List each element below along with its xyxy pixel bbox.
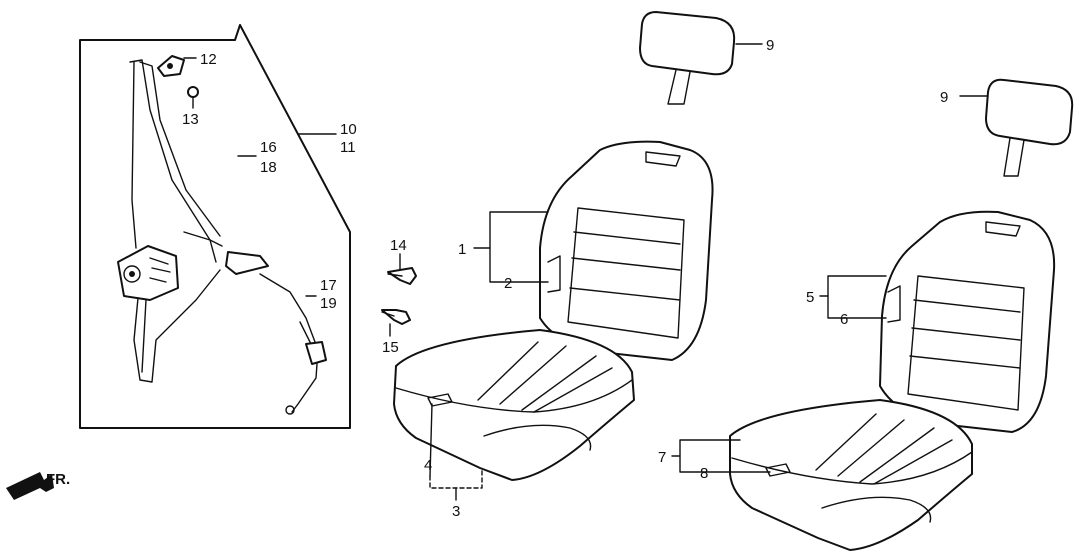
bolts <box>381 267 417 325</box>
fr-label: FR. <box>46 471 70 488</box>
callout-2: 2 <box>504 275 512 292</box>
callout-11: 11 <box>340 139 356 156</box>
belt-webbing-shoulder <box>129 59 217 263</box>
seat-belt-assembly <box>79 24 351 429</box>
callout-15: 15 <box>382 339 399 356</box>
callouts: 12 13 10 11 16 18 17 19 14 15 1 2 4 3 9 … <box>182 37 948 520</box>
callout-10: 10 <box>340 121 357 138</box>
callout-8: 8 <box>700 465 708 482</box>
callout-1: 1 <box>458 241 466 258</box>
seat-belt-inset-frame <box>79 24 351 429</box>
callout-7: 7 <box>658 449 666 466</box>
bolt-15 <box>381 309 411 325</box>
front-direction-arrow: FR. <box>6 471 70 500</box>
buckle <box>225 251 269 275</box>
arrow-icon <box>6 472 54 500</box>
callout-6: 6 <box>840 311 848 328</box>
buckle-mount <box>305 341 327 365</box>
callout-9-right: 9 <box>940 89 948 106</box>
callout-16: 16 <box>260 139 277 156</box>
callout-13: 13 <box>182 111 199 128</box>
callout-14: 14 <box>390 237 407 254</box>
callout-4: 4 <box>424 457 432 474</box>
callout-3: 3 <box>452 503 460 520</box>
retractor <box>117 245 179 301</box>
callout-5: 5 <box>806 289 814 306</box>
callout-9-left: 9 <box>766 37 774 54</box>
headrest-left <box>639 11 736 105</box>
callout-19: 19 <box>320 295 337 312</box>
seat-left <box>393 140 714 481</box>
seat-cushion-left <box>393 329 635 481</box>
seat-back-left <box>539 140 714 361</box>
anchor-nut <box>187 86 199 98</box>
callout-18: 18 <box>260 159 277 176</box>
seat-cushion-right <box>729 399 973 551</box>
seat-back-right <box>879 210 1056 433</box>
leader-lines <box>183 43 989 501</box>
callout-17: 17 <box>320 277 337 294</box>
callout-12: 12 <box>200 51 217 68</box>
seat-right <box>729 210 1056 551</box>
headrest-right <box>985 78 1074 177</box>
